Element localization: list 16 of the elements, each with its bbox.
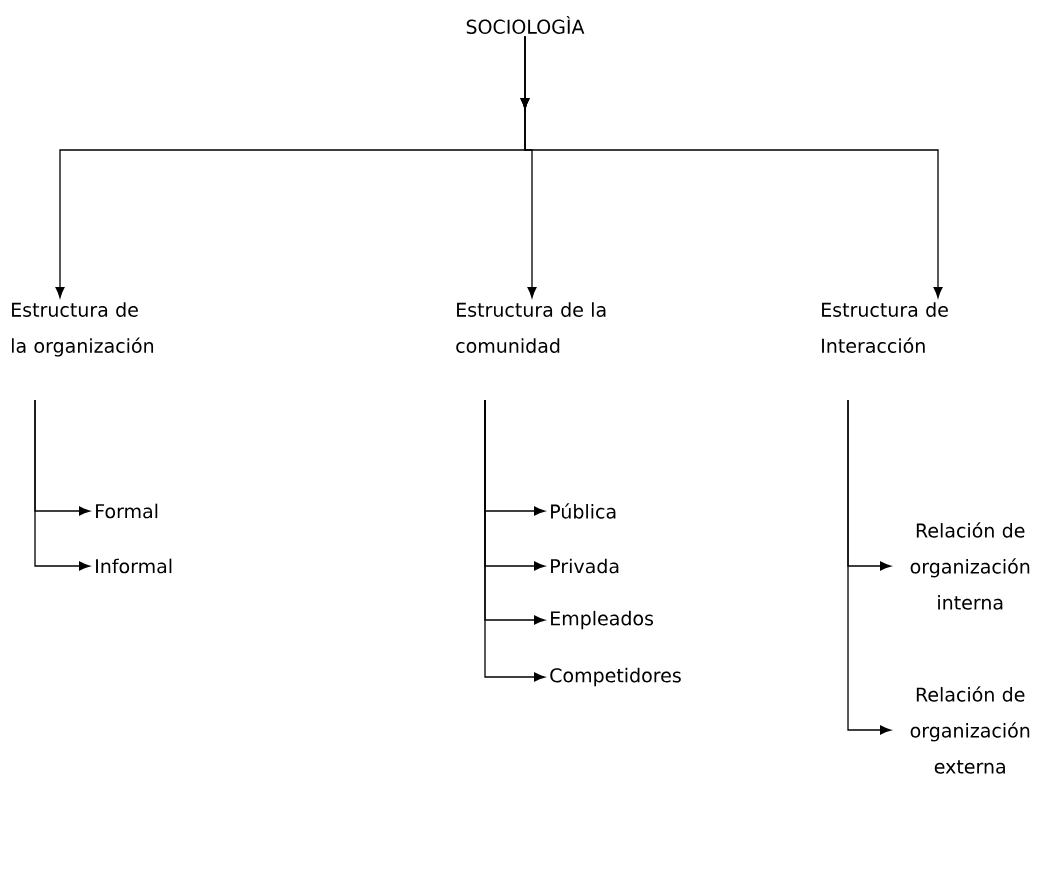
arrow <box>34 399 91 571</box>
item-label: Relación de organización interna <box>910 522 1030 610</box>
category-label: Estructura de Interacción <box>822 302 948 353</box>
title-text: SOCIOLOGÌA <box>466 16 585 34</box>
item-label: Privada <box>551 558 619 574</box>
item-label: Relación de organización externa <box>910 686 1030 774</box>
arrow <box>520 35 943 299</box>
arrow <box>484 399 546 682</box>
item-label: Empleados <box>551 610 654 630</box>
item-label: Pública <box>551 503 616 519</box>
arrow <box>847 399 892 735</box>
item-label: Competidores <box>550 667 681 687</box>
item-label: Formal <box>96 503 158 519</box>
category-label: Estructura de la organización <box>12 302 153 357</box>
category-label: Estructura de la comunidad <box>456 302 606 353</box>
item-label: Informal <box>96 558 172 574</box>
